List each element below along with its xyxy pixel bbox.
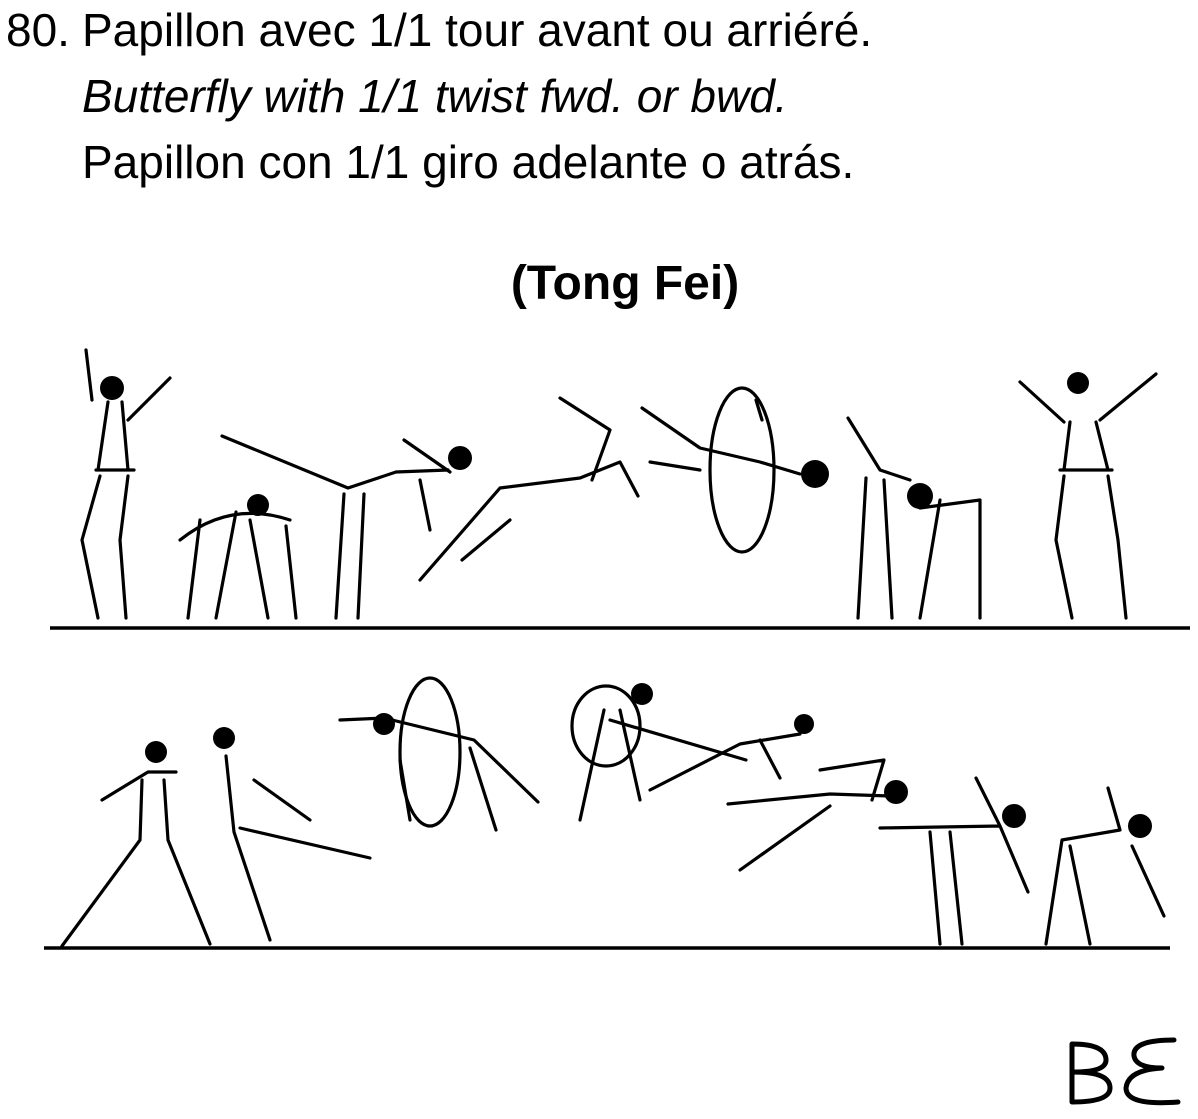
author-signature xyxy=(1062,1030,1192,1119)
element-name-spanish: Papillon con 1/1 giro adelante o atrás. xyxy=(82,136,855,188)
top-figure-leg-swing xyxy=(220,434,472,620)
element-number: 80. xyxy=(6,4,70,56)
element-credit: (Tong Fei) xyxy=(510,257,740,310)
signature-mark xyxy=(1069,1037,1181,1106)
element-name-french: Papillon avec 1/1 tour avant ou arriéré. xyxy=(82,4,873,56)
top-figure-crouch xyxy=(178,494,298,620)
bottom-figure-landing xyxy=(878,776,1030,946)
gymnast-butterfly-twist-sequence-icon xyxy=(50,348,1190,630)
top-figure-standing-start xyxy=(80,348,172,620)
gymnast-butterfly-twist-alt-sequence-icon xyxy=(44,676,1170,950)
bottom-figure-rotation xyxy=(648,714,814,792)
bottom-figure-takeoff xyxy=(338,676,540,832)
element-name-english: Butterfly with 1/1 twist fwd. or bwd. xyxy=(82,70,788,122)
bottom-figure-twist xyxy=(570,683,748,822)
top-figure-twist xyxy=(640,386,829,554)
top-figure-butterfly xyxy=(418,396,640,582)
top-figure-landing xyxy=(846,416,982,620)
bottom-figure-lay-out xyxy=(726,758,908,872)
bottom-figure-run xyxy=(60,741,212,948)
bottom-figure-kick xyxy=(213,727,372,942)
top-figure-standing-finish xyxy=(1018,372,1158,620)
element-title-french: 80.Papillon avec 1/1 tour avant ou arrié… xyxy=(6,2,872,58)
bottom-figure-finish xyxy=(1044,786,1166,946)
